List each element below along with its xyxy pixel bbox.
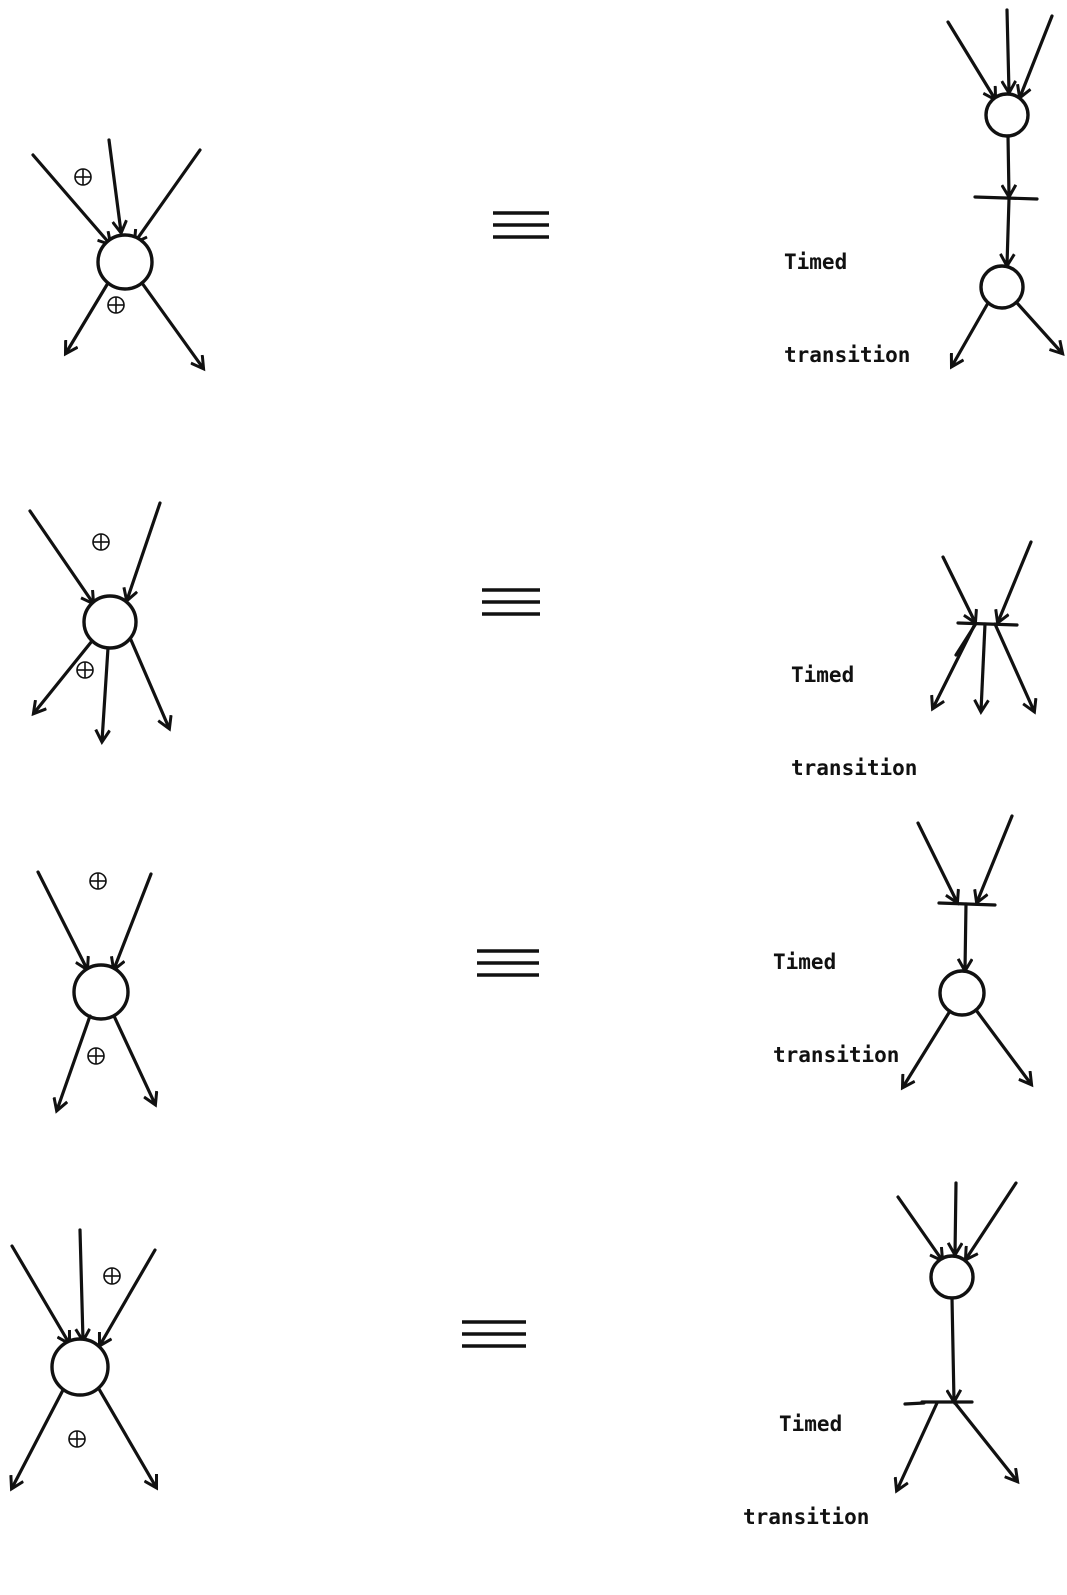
label-line-2: transition (791, 756, 918, 780)
input-arc (941, 555, 975, 622)
oplus-symbol (92, 533, 110, 551)
place (96, 233, 154, 291)
equivalence-symbol (493, 211, 549, 239)
row-2 (28, 501, 1034, 741)
label-leader (954, 623, 977, 657)
row-3-left-net (36, 870, 155, 1110)
oplus-symbol (103, 1267, 121, 1285)
input-arc (36, 870, 87, 969)
output-arc (34, 639, 94, 713)
row-3-right-net (903, 814, 1031, 1087)
output-arc (953, 1401, 1017, 1481)
oplus-symbol (107, 296, 125, 314)
row-1-timed-transition-label: Timed transition (784, 185, 910, 433)
output-arc (981, 622, 985, 711)
label-line-1: Timed (784, 250, 848, 274)
arc (1007, 197, 1009, 265)
label-line-1: Timed (779, 1412, 843, 1436)
input-arc (135, 148, 202, 242)
oplus-symbol (68, 1430, 86, 1448)
input-arc (998, 540, 1033, 622)
arc (952, 1296, 954, 1401)
equivalence-symbol (482, 588, 540, 616)
row-1-left-net (31, 138, 203, 368)
row-4-timed-transition-label: Timed transition (743, 1347, 869, 1595)
row-2-left-net (28, 501, 169, 741)
arc (965, 902, 966, 970)
input-arc (114, 872, 153, 969)
diagram-canvas (0, 8, 1067, 1498)
row-1 (31, 8, 1062, 368)
arc (1008, 134, 1009, 196)
output-arc (12, 1388, 65, 1488)
place (72, 963, 130, 1021)
output-arc (974, 1008, 1031, 1084)
label-line-1: Timed (773, 950, 837, 974)
label-leader (903, 1401, 926, 1406)
row-3 (36, 814, 1031, 1110)
input-arc (10, 1244, 69, 1343)
row-1-right-net (946, 8, 1062, 366)
output-arc (903, 1009, 952, 1087)
equivalence-symbol (462, 1320, 526, 1348)
output-arc (140, 281, 203, 368)
label-line-2: transition (743, 1505, 870, 1529)
place (984, 92, 1030, 138)
input-arc (955, 1181, 956, 1254)
input-arc (100, 1248, 157, 1345)
label-line-2: transition (784, 343, 911, 367)
timed-transition-bar (973, 195, 1039, 201)
output-arc (993, 622, 1034, 711)
input-arc (916, 821, 957, 902)
input-arc (31, 153, 110, 244)
input-arc (80, 1228, 83, 1340)
output-arc (129, 638, 169, 728)
row-4 (10, 1181, 1018, 1490)
input-arc (1007, 8, 1009, 92)
oplus-symbol (74, 168, 92, 186)
output-arc (57, 1014, 92, 1110)
label-line-2: transition (773, 1043, 900, 1067)
output-arc (102, 646, 108, 741)
label-line-1: Timed (791, 663, 855, 687)
input-arc (966, 1181, 1018, 1259)
output-arc (112, 1014, 155, 1104)
timed-transition-bar (956, 621, 1019, 627)
oplus-symbol (76, 661, 94, 679)
input-arc (946, 20, 995, 99)
input-arc (127, 501, 162, 600)
row-2-right-net (933, 540, 1034, 711)
place (82, 594, 138, 650)
output-arc (897, 1401, 939, 1490)
row-3-timed-transition-label: Timed transition (773, 885, 899, 1133)
row-4-right-net (896, 1181, 1018, 1490)
input-arc (28, 509, 93, 603)
place (979, 264, 1025, 310)
output-arc (1015, 301, 1062, 353)
output-arc (97, 1387, 156, 1487)
output-arc (66, 281, 110, 353)
input-arc (107, 138, 121, 232)
oplus-symbol (87, 1047, 105, 1065)
place (50, 1337, 110, 1397)
input-arc (896, 1195, 942, 1260)
input-arc (977, 814, 1014, 902)
oplus-symbol (89, 872, 107, 890)
place (929, 1254, 975, 1300)
equivalence-symbol (477, 949, 539, 977)
row-2-timed-transition-label: Timed transition (791, 598, 917, 846)
row-4-left-net (10, 1228, 157, 1488)
input-arc (1020, 14, 1054, 97)
place (938, 969, 986, 1017)
output-arc (952, 301, 990, 366)
